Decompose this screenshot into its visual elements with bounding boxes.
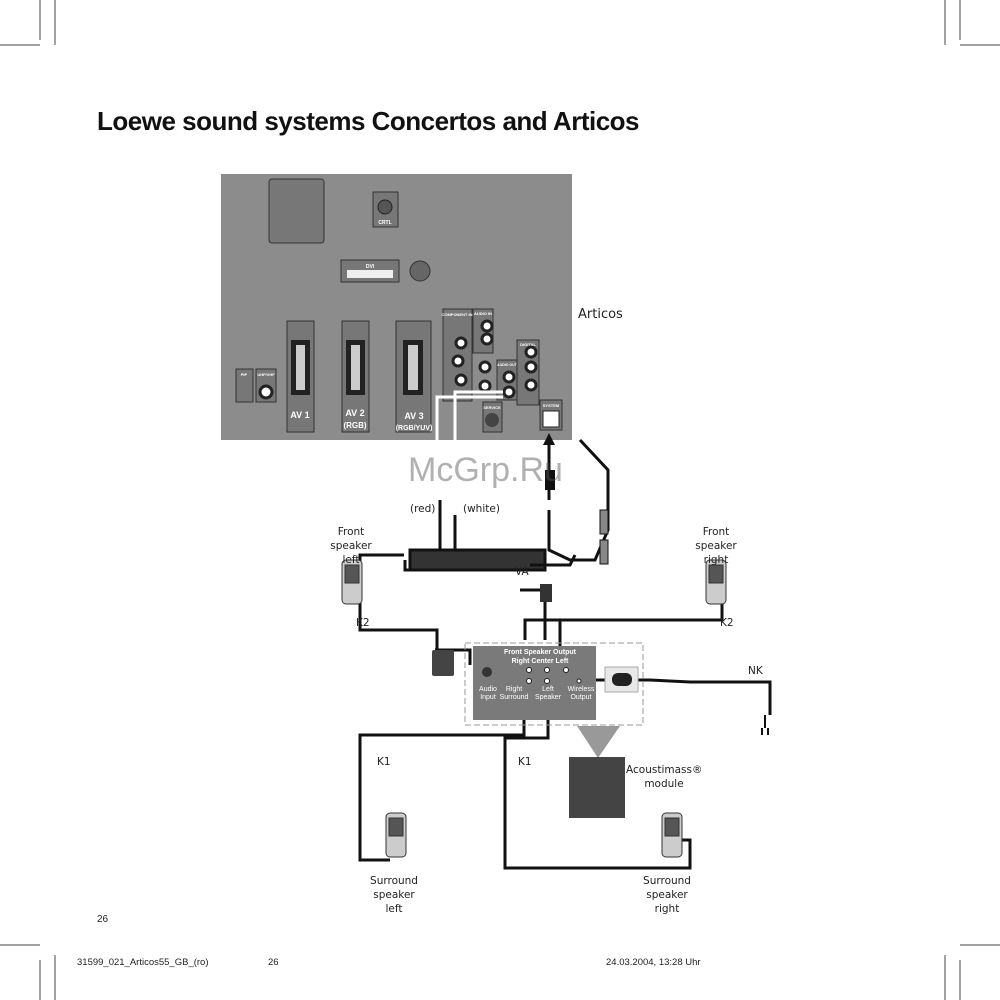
- white-cables: [435, 440, 457, 500]
- arrow-up-icon: [543, 433, 555, 445]
- acoustimass-label: Acoustimass® module: [626, 764, 703, 790]
- scart-av1: AV 1: [286, 320, 315, 433]
- white-cable-label: (white): [463, 503, 500, 515]
- service-label: SERVICE: [483, 405, 501, 410]
- va-label: VA: [515, 566, 529, 578]
- footer-file: 31599_021_Articos55_GB_(ro): [77, 957, 209, 968]
- k1-left-label: K1: [377, 756, 391, 768]
- cables: [358, 438, 772, 870]
- digital-label: DIGITAL: [520, 342, 536, 347]
- white-cables-panel: [435, 390, 503, 440]
- component-label: COMPONENT IN: [441, 312, 472, 317]
- audio-out-label: AUDIO OUT: [497, 363, 518, 367]
- front-left-label: Front speaker left: [330, 526, 372, 566]
- front-output-label: Front Speaker Output: [504, 649, 577, 656]
- av2-label: AV 2: [345, 408, 364, 418]
- uhf-label: UHF/VHF: [257, 372, 275, 377]
- surround-right-label: Surround speaker right: [643, 875, 691, 915]
- k2-right-label: K2: [720, 617, 734, 629]
- surround-left-label: Surround speaker left: [370, 875, 418, 915]
- scart-av3: AV 3 (RGB/YUV): [395, 320, 433, 433]
- footer-page: 26: [268, 957, 279, 968]
- acoustimass-module: Front Speaker Output Right Center Left: [464, 642, 644, 818]
- pip-label: PIP: [241, 372, 248, 377]
- scart-av2: AV 2 (RGB): [341, 320, 370, 433]
- k1-right-label: K1: [518, 756, 532, 768]
- speakers: [341, 559, 727, 858]
- audio-input-label: Audio Input: [479, 686, 497, 701]
- channels-label: Right Center Left: [512, 658, 569, 665]
- watermark: McGrp.Ru: [408, 451, 563, 489]
- left-speaker-label: Left Speaker: [534, 686, 562, 701]
- page-number: 26: [97, 914, 109, 925]
- footer-date: 24.03.2004, 13:28 Uhr: [606, 957, 701, 968]
- right-surround-label: Right Surround: [499, 686, 529, 701]
- page-title: Loewe sound systems Concertos and Artico…: [97, 106, 640, 136]
- k2-left-label: K2: [356, 617, 370, 629]
- red-cable-label: (red): [410, 503, 436, 515]
- dvi-label: DVI: [366, 264, 375, 270]
- mains-plug-icon: [761, 715, 769, 735]
- tv-model-label: Articos: [578, 307, 623, 322]
- front-right-label: Front speaker right: [695, 526, 737, 566]
- nk-label: NK: [748, 665, 763, 677]
- wireless-output-label: Wireless Output: [567, 686, 595, 701]
- audio-in-label: AUDIO IN: [474, 311, 492, 316]
- av3-label: AV 3: [404, 411, 423, 421]
- tv-back-panel: CRTL DVI AV 1 AV 2 (RGB) AV 3 (RGB/YUV) PI…: [221, 174, 572, 440]
- av3-sub-label: (RGB/YUV): [396, 425, 433, 432]
- system-label: SYSTEM: [543, 403, 560, 408]
- av2-sub-label: (RGB): [343, 421, 366, 430]
- crtl-label: CRTL: [378, 220, 391, 226]
- av1-label: AV 1: [290, 410, 309, 420]
